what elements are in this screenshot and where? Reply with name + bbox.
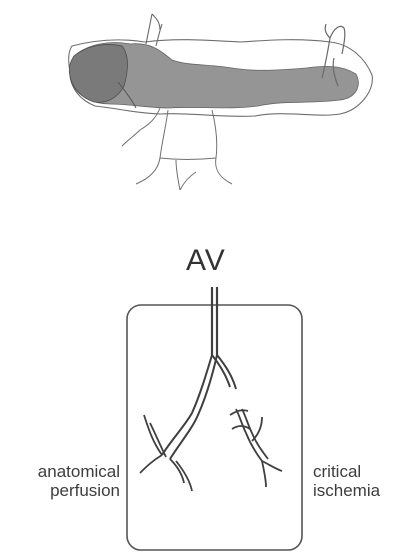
- schematic-frame: [127, 305, 302, 550]
- main-trunk: [212, 287, 217, 355]
- ischemic-branches: [230, 409, 282, 487]
- anatomical-perfusion-label: anatomical perfusion: [10, 462, 120, 500]
- left-lower-branches: [140, 415, 192, 491]
- left-branch: [162, 355, 217, 459]
- right-branch-stub: [212, 355, 236, 389]
- organ-specimen-sketch: [0, 0, 400, 210]
- lower-vessels: [122, 108, 232, 190]
- critical-ischemia-label: critical ischemia: [313, 462, 393, 500]
- vessel-schematic: [0, 265, 400, 555]
